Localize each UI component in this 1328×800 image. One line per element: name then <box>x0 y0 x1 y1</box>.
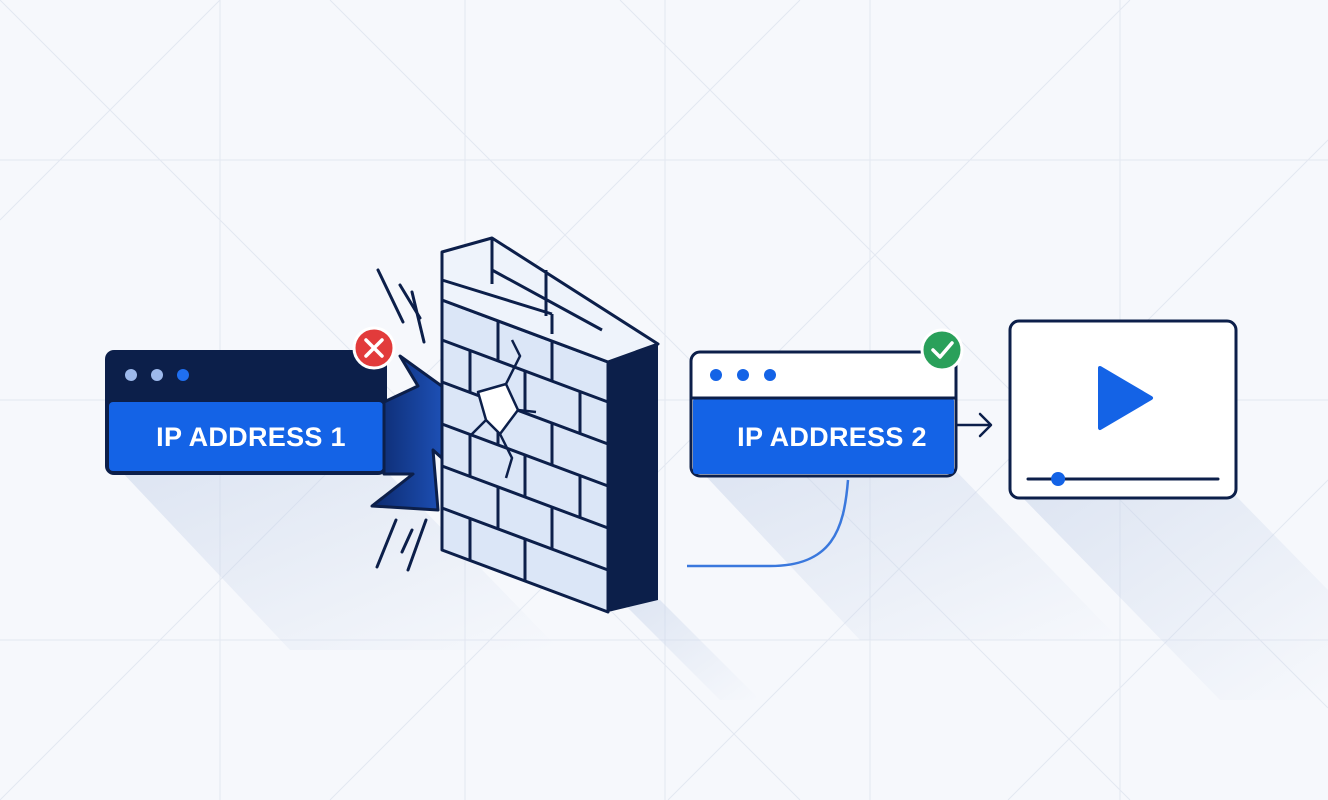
allowed-ip-window: IP ADDRESS 2 <box>689 350 958 478</box>
allowed-ip-label: IP ADDRESS 2 <box>737 422 927 452</box>
x-icon <box>364 338 384 358</box>
blocked-status-badge <box>352 326 396 370</box>
check-icon <box>931 341 954 359</box>
window-dot-icon <box>177 369 189 381</box>
window-dot-icon <box>125 369 137 381</box>
drop-shadows <box>120 470 1328 700</box>
window-dot-icon <box>764 369 776 381</box>
window-dot-icon <box>710 369 722 381</box>
blocked-ip-label: IP ADDRESS 1 <box>156 422 346 452</box>
brick-wall-icon <box>440 236 660 614</box>
connection-arrow <box>954 412 993 438</box>
window-dot-icon <box>151 369 163 381</box>
route-curve <box>687 479 850 568</box>
video-player <box>1008 319 1238 500</box>
impact-lines <box>375 268 428 572</box>
window-dot-icon <box>737 369 749 381</box>
allowed-status-badge <box>920 328 964 372</box>
video-progress-knob[interactable] <box>1051 472 1066 486</box>
wall-crack <box>469 339 537 479</box>
blocked-ip-window: IP ADDRESS 1 <box>105 350 387 475</box>
play-icon[interactable] <box>1098 366 1153 430</box>
